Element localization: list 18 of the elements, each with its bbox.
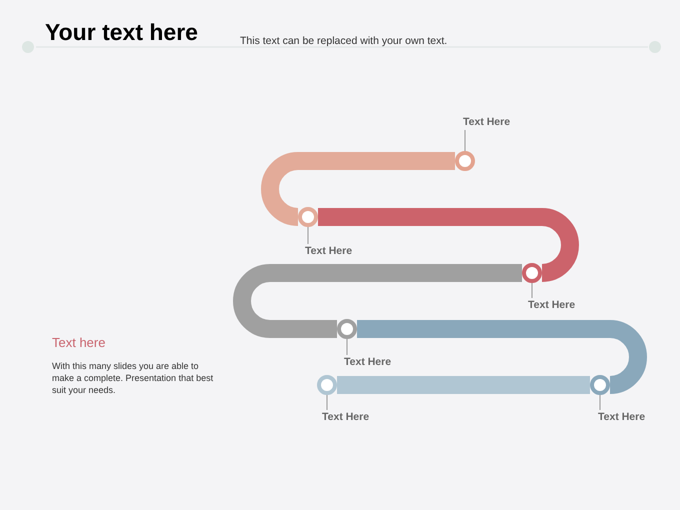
leader-line: [346, 338, 348, 356]
milestone-label: Text Here: [305, 245, 352, 258]
subtitle-text: This text can be replaced with your own text.: [240, 34, 448, 49]
milestone-label: Text Here: [344, 356, 392, 369]
milestone-label: Text Here: [463, 116, 510, 129]
section-heading: Text here: [52, 334, 106, 352]
timeline-path-segment: [337, 376, 590, 394]
timeline-path-segment: [261, 152, 455, 226]
leader-line: [326, 394, 328, 410]
timeline-path-segment: [357, 320, 647, 394]
slide-title: Your text here: [45, 18, 198, 47]
leader-line: [464, 130, 466, 152]
milestone-label: Text Here: [322, 411, 370, 424]
timeline-path-segment: [318, 208, 579, 282]
milestone-label: Text Here: [528, 299, 576, 312]
timeline-path-segment: [233, 264, 522, 338]
body-paragraph: With this many slides you are able to make a complete. Presentation that best suit your needs.: [52, 360, 214, 396]
milestone-label: Text Here: [598, 411, 646, 424]
